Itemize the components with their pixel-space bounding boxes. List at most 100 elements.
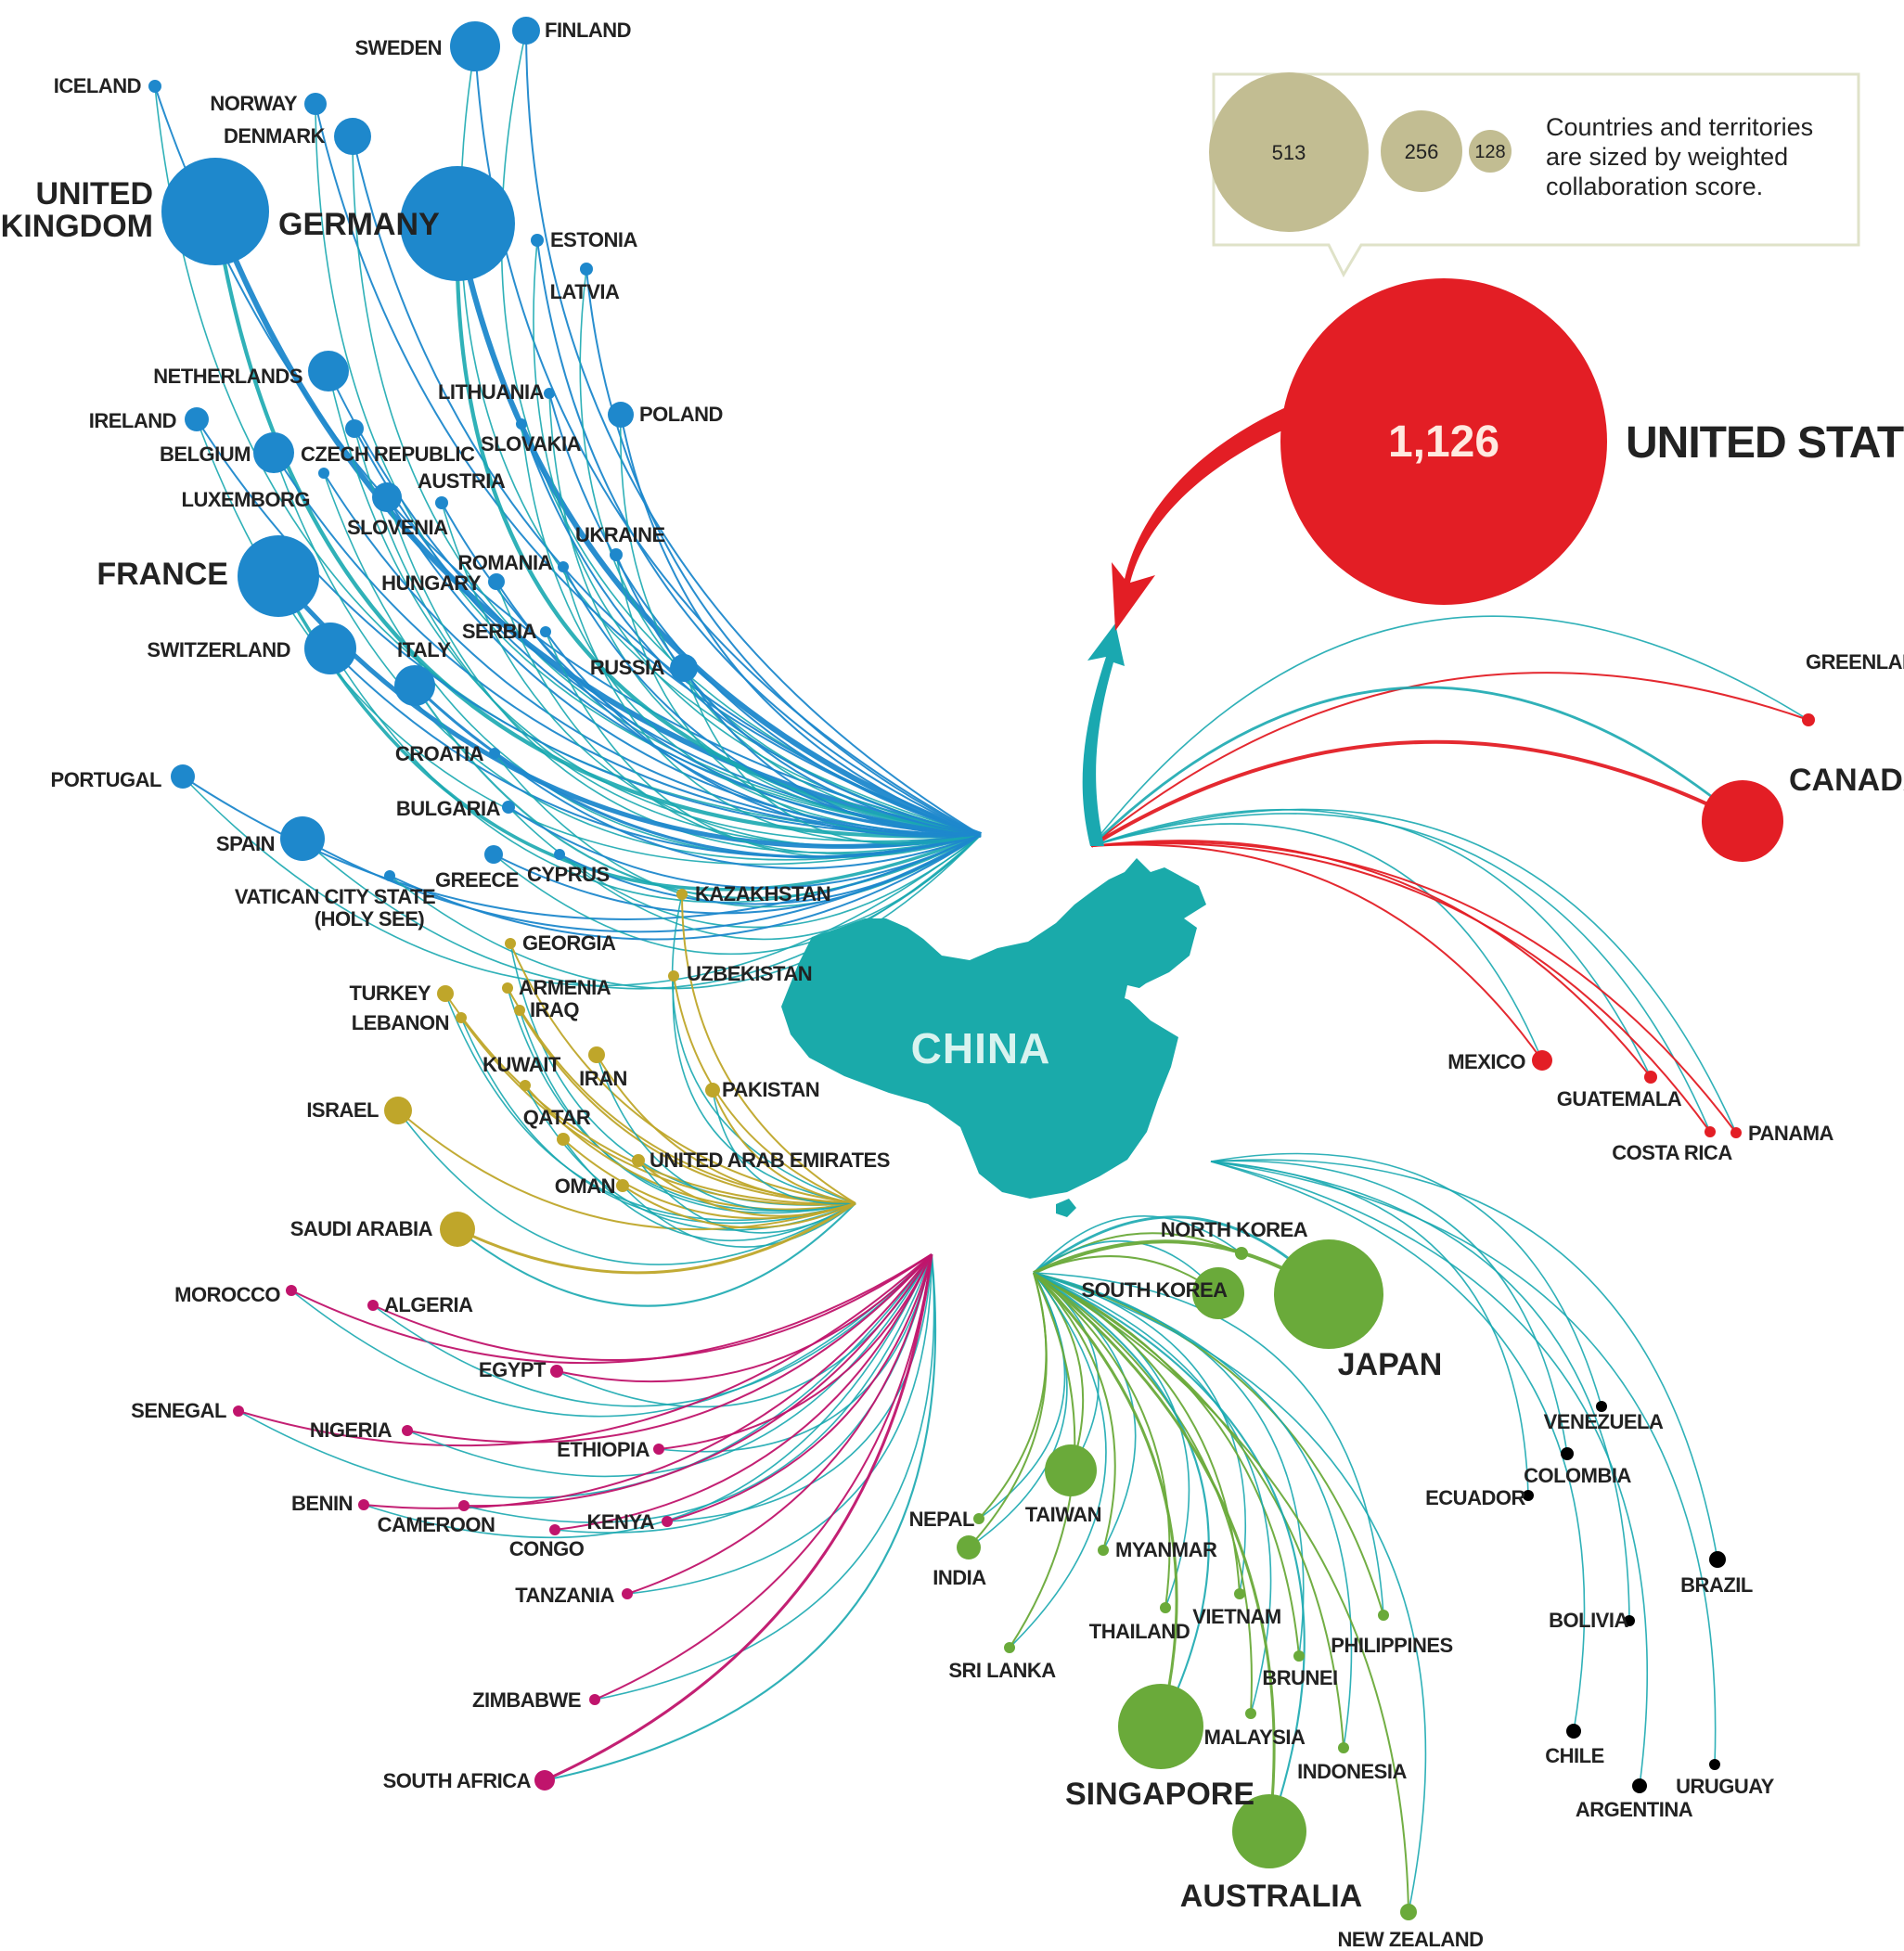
link-nigeria-to-china — [406, 1253, 933, 1444]
link-china-to-united-states — [1082, 623, 1125, 846]
label-algeria: ALGERIA — [384, 1293, 473, 1316]
link-china-to-cameroon — [463, 1253, 933, 1523]
node-finland — [512, 17, 540, 45]
label-lithuania: LITHUANIA — [438, 380, 545, 404]
label-poland: POLAND — [639, 403, 723, 426]
link-mexico-to-china — [1090, 843, 1543, 1061]
node-switzerland — [304, 623, 356, 674]
node-romania — [558, 561, 569, 572]
node-tanzania — [622, 1588, 633, 1599]
label-armenia: ARMENIA — [519, 976, 611, 999]
node-india — [957, 1535, 981, 1560]
link-india-to-china — [968, 1272, 1048, 1548]
node-singapore — [1118, 1684, 1203, 1769]
node-norway — [304, 93, 327, 115]
node-ethiopia — [653, 1444, 664, 1455]
node-sri-lanka — [1004, 1642, 1015, 1653]
link-china-to-morocco — [290, 1253, 933, 1418]
link-china-to-costa-rica — [1090, 813, 1711, 1133]
label-norway: NORWAY — [210, 92, 297, 115]
node-russia — [670, 654, 698, 682]
link-china-to-brazil — [1210, 1159, 1718, 1560]
label-finland: FINLAND — [545, 19, 631, 42]
link-china-to-estonia — [533, 239, 982, 836]
link-china-to-israel — [397, 1110, 856, 1265]
link-lebanon-to-china — [460, 1017, 856, 1206]
label-ukraine: UKRAINE — [575, 523, 665, 546]
node-poland — [608, 402, 634, 428]
node-bolivia — [1624, 1615, 1635, 1626]
label-japan: JAPAN — [1338, 1347, 1443, 1382]
link-poland-to-china — [620, 414, 982, 836]
label-india: INDIA — [933, 1566, 986, 1589]
label-switzerland: SWITZERLAND — [147, 638, 290, 661]
node-greece — [484, 845, 503, 864]
label-sri-lanka: SRI LANKA — [948, 1659, 1056, 1682]
label-indonesia: INDONESIA — [1297, 1760, 1407, 1783]
node-guatemala — [1644, 1071, 1657, 1084]
label-italy: ITALY — [397, 638, 451, 661]
link-china-to-lebanon — [460, 1017, 856, 1225]
link-china-to-india — [968, 1272, 1068, 1548]
node-ecuador — [1523, 1490, 1534, 1501]
us-circle — [1280, 278, 1607, 605]
link-israel-to-china — [397, 1110, 856, 1231]
link-china-to-algeria — [372, 1253, 933, 1407]
link-ukraine-to-china — [615, 554, 982, 836]
link-singapore-to-china — [1032, 1271, 1178, 1727]
node-lithuania — [544, 388, 555, 399]
link-china-to-romania — [562, 566, 982, 843]
label-senegal: SENEGAL — [131, 1399, 226, 1422]
label-ecuador: ECUADOR — [1425, 1486, 1525, 1509]
link-china-to-netherlands — [328, 370, 982, 842]
label-greece: GREECE — [435, 868, 519, 892]
label-portugal: PORTUGAL — [51, 768, 162, 791]
node-australia — [1232, 1794, 1306, 1868]
node-united-arab-emirates — [632, 1154, 645, 1167]
link-kuwait-to-china — [524, 1085, 856, 1211]
node-iceland — [148, 80, 161, 93]
node-greenland — [1802, 713, 1815, 726]
legend: 513 256 128 Countries and territories ar… — [1209, 72, 1860, 278]
link-china-to-latvia — [579, 268, 982, 836]
link-netherlands-to-china — [328, 370, 982, 836]
link-china-to-bolivia — [1210, 1161, 1630, 1622]
china-shape — [781, 858, 1206, 1199]
link-brunei-to-china — [1033, 1272, 1300, 1657]
node-czech-republic — [345, 419, 364, 438]
legend-circle-128 — [1469, 130, 1512, 173]
label-guatemala: GUATEMALA — [1557, 1087, 1682, 1110]
link-croatia-to-china — [494, 752, 982, 869]
label-luxemborg: LUXEMBORG — [182, 488, 311, 511]
node-vietnam — [1234, 1588, 1245, 1599]
node-brunei — [1293, 1650, 1305, 1662]
link-china-to-uruguay — [1210, 1161, 1717, 1765]
link-morocco-to-china — [290, 1253, 933, 1364]
link-uzbekistan-to-china — [673, 975, 856, 1204]
node-turkey — [437, 985, 454, 1002]
label-sweden: SWEDEN — [354, 36, 442, 59]
label-argentina: ARGENTINA — [1576, 1798, 1693, 1821]
link-china-to-kenya — [666, 1253, 933, 1522]
legend-box — [1212, 72, 1860, 278]
link-iran-to-china — [596, 1054, 856, 1204]
label-congo: CONGO — [509, 1537, 585, 1560]
link-latvia-to-china — [585, 268, 982, 836]
link-philippines-to-china — [1033, 1272, 1384, 1616]
node-benin — [358, 1499, 369, 1510]
link-china-to-south-korea — [1033, 1239, 1219, 1294]
node-pakistan — [705, 1083, 720, 1097]
link-china-to-tanzania — [626, 1253, 933, 1595]
link-china-to-sri-lanka — [1009, 1272, 1107, 1649]
node-denmark — [334, 118, 371, 155]
node-portugal — [171, 764, 195, 789]
link-china-to-panama — [1090, 808, 1737, 1134]
link-china-to-south-africa — [544, 1253, 937, 1782]
label-philippines: PHILIPPINES — [1331, 1634, 1452, 1657]
link-greenland-to-china — [1090, 672, 1809, 847]
label-germany: GERMANY — [278, 207, 440, 242]
label-united-arab-emirates: UNITED ARAB EMIRATES — [650, 1149, 890, 1172]
node-netherlands — [308, 351, 349, 391]
link-zimbabwe-to-china — [594, 1253, 933, 1701]
node-cyprus — [554, 849, 565, 860]
